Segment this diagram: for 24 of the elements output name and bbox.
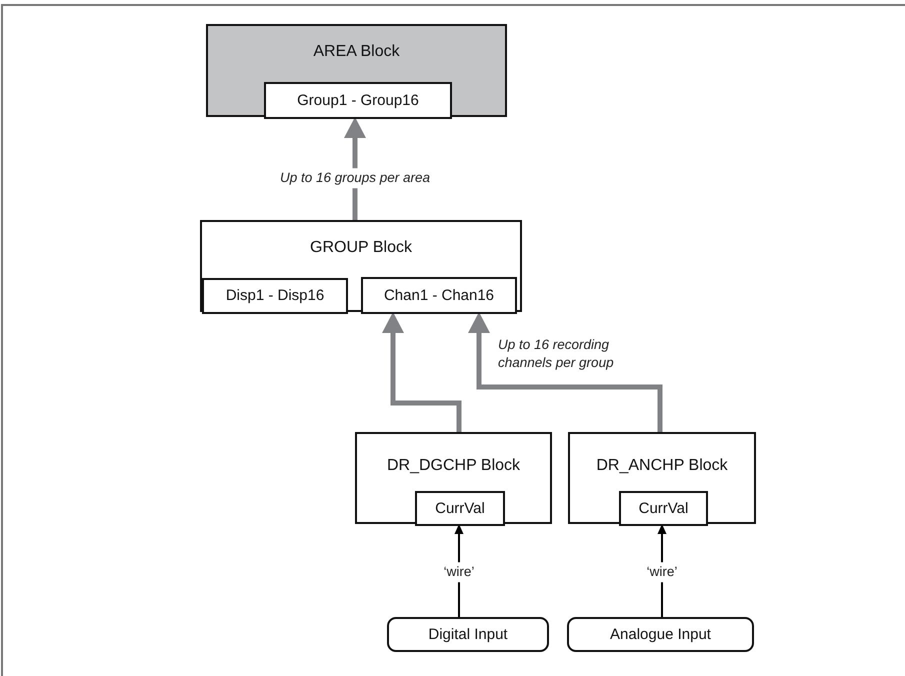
- port-box: [619, 491, 708, 526]
- node-label: CurrVal: [435, 500, 485, 518]
- arrow: [468, 312, 662, 432]
- port-box: [361, 277, 517, 314]
- node-label: Chan1 - Chan16: [384, 286, 494, 304]
- node-label: DR_DGCHP Block: [386, 456, 520, 476]
- node-label: DR_ANCHP Block: [596, 456, 728, 476]
- port-box: [264, 82, 452, 119]
- block-box: [355, 432, 552, 524]
- input-box: [387, 617, 549, 652]
- port-box: [415, 491, 505, 526]
- node-label: Disp1 - Disp16: [226, 287, 324, 305]
- node-label: Group1 - Group16: [297, 92, 419, 110]
- input-box: [567, 617, 754, 652]
- node-label: AREA Block: [313, 42, 400, 62]
- node-label: Analogue Input: [610, 626, 711, 644]
- area-block: [206, 24, 507, 117]
- port-box: [202, 278, 348, 314]
- node-label: GROUP Block: [310, 238, 412, 258]
- node-label: CurrVal: [638, 500, 688, 518]
- node-label: Digital Input: [428, 626, 508, 644]
- block-box: [200, 220, 522, 312]
- block-box: [568, 432, 756, 524]
- arrow: [382, 312, 462, 432]
